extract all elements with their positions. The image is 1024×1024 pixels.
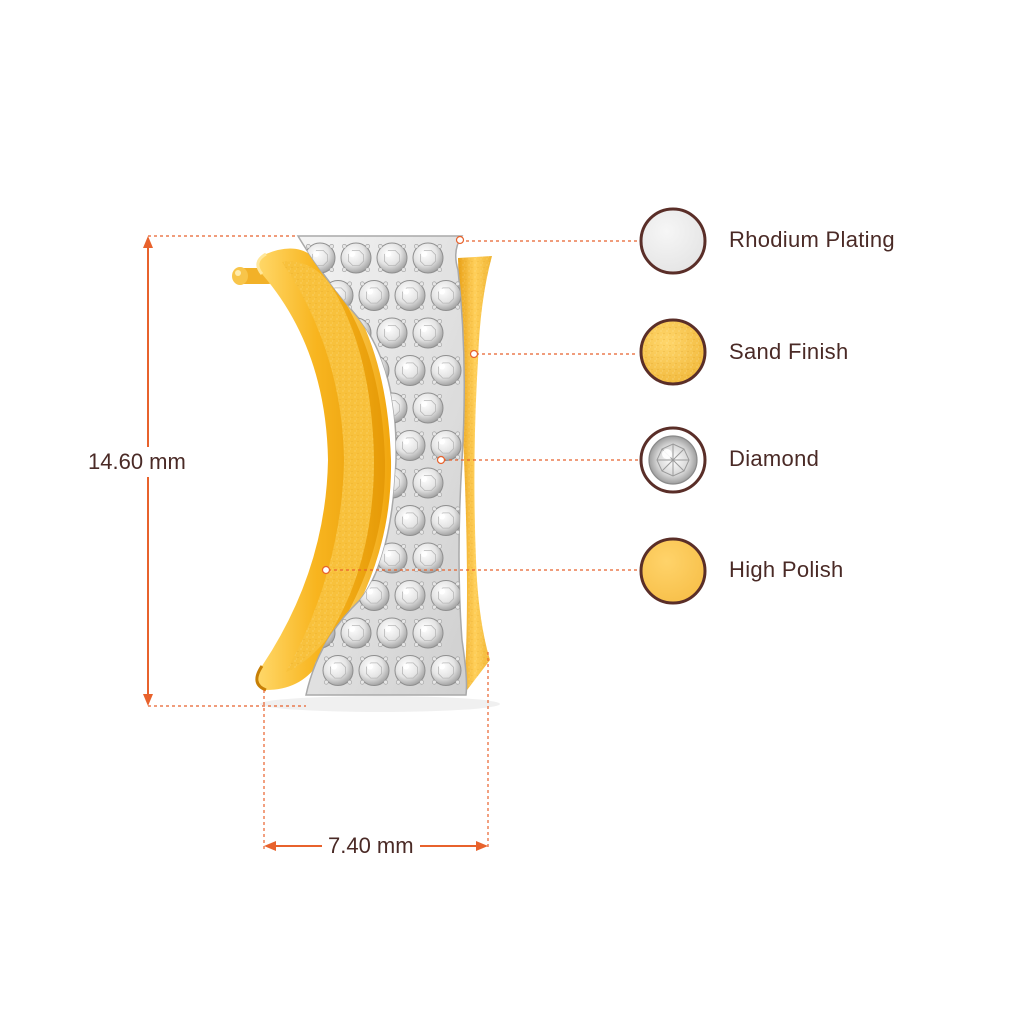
- diamond-stone: [394, 280, 426, 311]
- legend-label-diamond: Diamond: [729, 446, 820, 471]
- high-polish-swatch-icon: [639, 537, 707, 605]
- diamond-stone: [412, 242, 444, 274]
- height-dimension-label: 14.60 mm: [86, 447, 188, 477]
- diamond-swatch-icon: [639, 426, 707, 494]
- diamond-stone: [412, 467, 444, 499]
- earring-image: [232, 235, 500, 712]
- diamond-stone: [376, 542, 408, 574]
- diamond-stone: [430, 355, 462, 386]
- legend-label-high-polish: High Polish: [729, 557, 844, 582]
- diamond-stone: [358, 655, 390, 686]
- diamond-stone: [394, 430, 426, 461]
- diamond-stone: [412, 617, 444, 649]
- diamond-stone: [412, 542, 444, 574]
- rhodium-plate: [296, 235, 468, 696]
- width-dimension-label: 7.40 mm: [322, 833, 420, 859]
- diamond-stone: [340, 617, 372, 649]
- diamond-stone: [322, 655, 354, 686]
- diamond-stone: [376, 617, 408, 649]
- sand-finish-swatch-icon: [639, 318, 707, 386]
- diamond-stone: [430, 430, 462, 461]
- diamond-stone: [412, 317, 444, 349]
- legend-label-rhodium-plating: Rhodium Plating: [729, 227, 895, 252]
- rhodium-swatch-icon: [639, 207, 707, 275]
- diamond-stone: [430, 505, 462, 536]
- diamond-stone: [394, 355, 426, 386]
- diamond-stone: [430, 655, 462, 686]
- callout-lines: [321, 235, 638, 575]
- diamond-stone: [358, 280, 390, 311]
- diamond-stone: [394, 655, 426, 686]
- diamond-stone: [376, 317, 408, 349]
- diamond-stone: [412, 392, 444, 424]
- diamond-stone: [430, 580, 462, 611]
- diamond-stone: [394, 580, 426, 611]
- legend-label-sand-finish: Sand Finish: [729, 339, 849, 364]
- diamond-stone: [340, 242, 372, 274]
- diamond-stone: [376, 242, 408, 274]
- diamond-stone: [430, 280, 462, 311]
- diamond-stone: [394, 505, 426, 536]
